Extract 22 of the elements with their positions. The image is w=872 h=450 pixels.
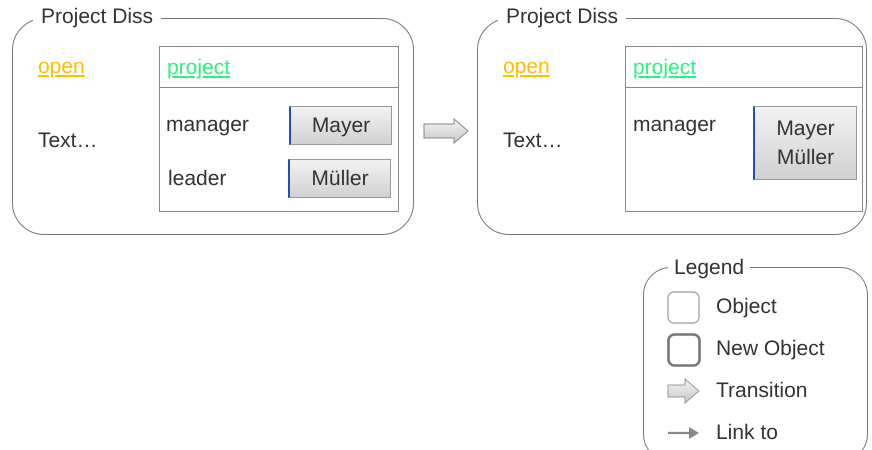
legend-text: New Object xyxy=(716,337,825,361)
name-button: Mayer Müller xyxy=(753,106,857,180)
heading: Project Diss xyxy=(33,5,162,29)
field-label: leader xyxy=(168,167,226,191)
body-text: Text… xyxy=(38,129,98,153)
link: open xyxy=(503,55,550,79)
link: open xyxy=(38,55,85,79)
transition-arrow xyxy=(424,118,469,144)
link: project xyxy=(633,56,696,80)
legend-text: Link to xyxy=(716,421,778,445)
legend-text: Transition xyxy=(716,379,808,403)
legend-title: Legend xyxy=(668,256,750,280)
heading: Project Diss xyxy=(498,5,626,29)
legend-text: Object xyxy=(716,295,777,319)
body-text: Text… xyxy=(503,129,563,153)
name-button: Mayer xyxy=(289,106,392,145)
link: project xyxy=(167,56,230,80)
object-box xyxy=(159,46,399,212)
object-box xyxy=(625,46,863,212)
field-label: manager xyxy=(633,113,716,137)
field-label: manager xyxy=(166,113,249,137)
name-button: Müller xyxy=(288,159,391,198)
